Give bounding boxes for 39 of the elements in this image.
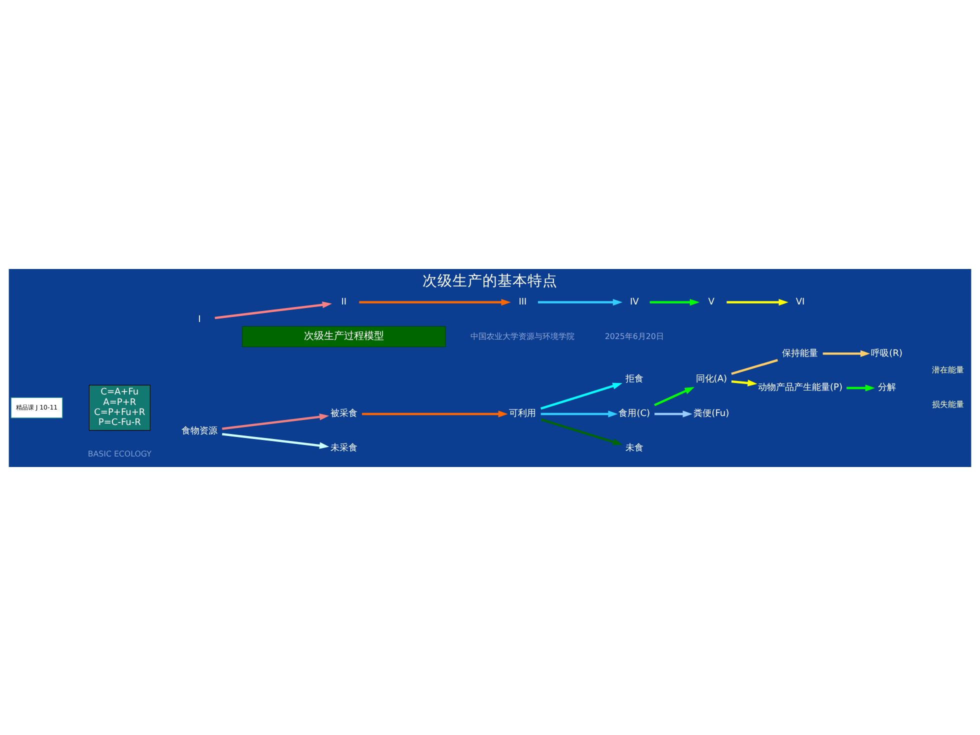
node-text: III (518, 296, 527, 307)
arrow (540, 418, 622, 445)
node-text: 同化(A) (696, 374, 728, 384)
arrow (822, 350, 870, 356)
diagram-title: 次级生产的基本特点 (422, 272, 558, 289)
connector (731, 358, 778, 374)
node-text: 保持能量 (782, 348, 818, 358)
node-text: 分解 (878, 382, 896, 393)
node-text: 可利用 (509, 408, 536, 419)
arrow (540, 410, 618, 417)
arrow (726, 298, 788, 306)
node-text: 动物产品产生能量(P) (758, 382, 842, 393)
arrow (654, 410, 692, 417)
node-text: VI (796, 296, 805, 307)
arrow (540, 382, 622, 410)
node-box: C=A+Fu A=P+R C=P+Fu+R P=C-Fu-R (88, 384, 150, 430)
node-text: 被采食 (330, 408, 358, 419)
arrow (846, 384, 875, 391)
node-text: 未采食 (330, 443, 358, 454)
node-box: 次级生产过程模型 (242, 326, 446, 347)
node-text: 食物资源 (181, 426, 218, 436)
node-text: I (198, 314, 201, 324)
node-text: 粪便(Fu) (694, 408, 730, 419)
arrow (214, 301, 332, 319)
arrow (731, 379, 758, 386)
arrow (650, 298, 700, 306)
node-text: 呼吸(R) (871, 348, 902, 358)
node-text: IV (630, 296, 639, 307)
node-text: 食用(C) (618, 408, 650, 419)
node-text: V (708, 296, 714, 307)
arrow (359, 298, 511, 306)
node-text: 未食 (625, 443, 644, 454)
arrow (538, 298, 623, 306)
node-text: 拒食 (625, 374, 644, 384)
node-text: II (341, 296, 347, 307)
arrow (222, 432, 330, 448)
arrow (222, 413, 330, 430)
arrow (654, 386, 694, 406)
arrow (362, 410, 508, 417)
